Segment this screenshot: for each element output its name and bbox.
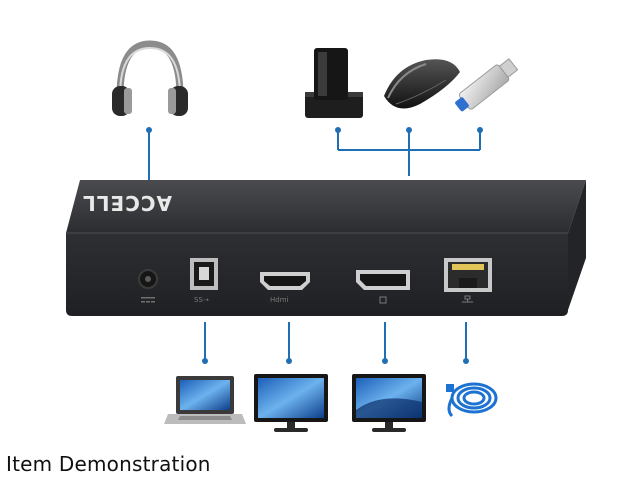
displayport-icon [379, 296, 387, 304]
usb3-icon: SS⇢ [194, 296, 209, 304]
mouse-icon [384, 59, 460, 109]
power-icon [141, 297, 155, 303]
ethernet-cable-icon [446, 382, 498, 418]
headphones-icon [112, 40, 188, 116]
caption: Item Demonstration [6, 452, 211, 476]
usb-drive-icon [455, 58, 519, 112]
hdmi-port[interactable] [260, 272, 310, 290]
ethernet-port[interactable] [444, 258, 492, 292]
connector-dots [146, 127, 483, 364]
brand-logo: ACCELL [82, 191, 172, 215]
usb-b-port[interactable] [190, 258, 218, 290]
monitor-icon [254, 374, 328, 432]
connector-lines [148, 130, 481, 360]
docking-station [66, 180, 586, 316]
monitor-icon [352, 374, 426, 432]
network-icon [462, 295, 473, 303]
displayport-port[interactable] [356, 270, 410, 290]
wireless-receiver-icon [305, 48, 363, 118]
power-port[interactable] [138, 269, 158, 289]
hdmi-icon: Hdmi [270, 296, 289, 304]
laptop-icon [164, 376, 246, 424]
